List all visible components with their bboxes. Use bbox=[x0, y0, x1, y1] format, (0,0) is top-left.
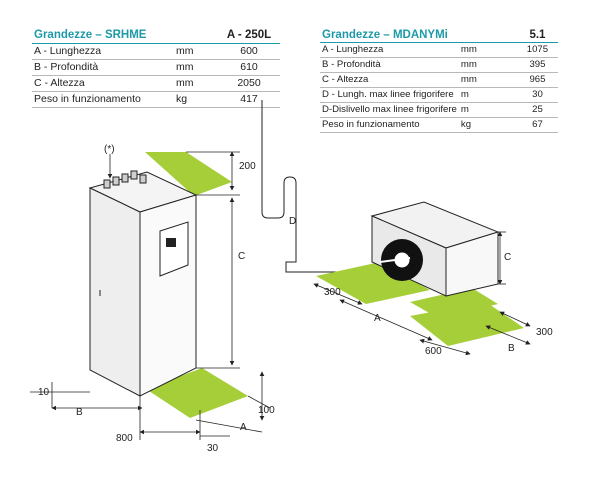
indoor-unit bbox=[88, 170, 198, 397]
label-outdoor-depth: B bbox=[508, 343, 515, 354]
table-row: C - Altezza mm 2050 bbox=[32, 75, 280, 92]
outdoor-front-clearance-zone bbox=[316, 262, 430, 304]
table-row: B - Profondità mm 610 bbox=[32, 59, 280, 76]
label-depth: B bbox=[76, 407, 83, 418]
srhme-size-table: Grandezze – SRHME A - 250L A - Lunghezza… bbox=[32, 28, 280, 108]
outdoor-dim-length bbox=[339, 299, 433, 341]
label-outdoor-side-gap: 600 bbox=[425, 346, 442, 357]
row-unit: mm bbox=[174, 43, 218, 60]
row-unit: mm bbox=[174, 75, 218, 92]
row-value: 25 bbox=[516, 102, 558, 118]
row-unit: kg bbox=[458, 117, 517, 133]
row-value: 30 bbox=[516, 87, 558, 103]
outdoor-unit bbox=[370, 201, 500, 297]
label-pipe: D bbox=[289, 216, 296, 227]
row-value: 417 bbox=[218, 91, 280, 108]
mdanymi-model: 5.1 bbox=[516, 28, 558, 43]
row-label: Peso in funzionamento bbox=[32, 91, 174, 108]
row-value: 67 bbox=[516, 117, 558, 133]
row-label: Peso in funzionamento bbox=[320, 117, 459, 133]
label-star: (*) bbox=[104, 144, 115, 155]
row-value: 395 bbox=[516, 57, 558, 73]
row-value: 600 bbox=[218, 43, 280, 60]
row-label: C - Altezza bbox=[320, 72, 459, 88]
row-value: 610 bbox=[218, 59, 280, 76]
label-outdoor-height: C bbox=[504, 252, 511, 263]
outdoor-dim-back-gap bbox=[499, 311, 531, 327]
mdanymi-table-title: Grandezze – MDANYMi bbox=[320, 28, 459, 43]
outdoor-side-clearance-zone bbox=[410, 302, 524, 346]
row-unit: m bbox=[458, 102, 517, 118]
table-row: B - Profondità mm 395 bbox=[320, 57, 558, 73]
label-outdoor-front-gap: 300 bbox=[324, 287, 341, 298]
row-unit: mm bbox=[458, 42, 517, 58]
row-unit: mm bbox=[458, 57, 517, 73]
outdoor-dim-depth bbox=[485, 325, 531, 345]
row-value: 1075 bbox=[516, 42, 558, 58]
table-row: A - Lunghezza mm 600 bbox=[32, 43, 280, 60]
row-unit: kg bbox=[174, 91, 218, 108]
label-width-clear: 800 bbox=[116, 433, 133, 444]
mdanymi-unit-header bbox=[458, 28, 517, 43]
label-side-gap: 30 bbox=[207, 443, 219, 454]
row-label: B - Profondità bbox=[32, 59, 174, 76]
row-value: 965 bbox=[516, 72, 558, 88]
row-label: B - Profondità bbox=[320, 57, 459, 73]
label-front-gap: 100 bbox=[258, 405, 275, 416]
table-row: A - Lunghezza mm 1075 bbox=[320, 42, 558, 58]
label-outdoor-length: A bbox=[374, 313, 381, 324]
row-label: D-Dislivello max linee frigorifere bbox=[320, 102, 459, 118]
label-top-gap: 200 bbox=[239, 161, 256, 172]
refrigerant-pipe bbox=[261, 100, 400, 273]
indoor-top-clearance-zone bbox=[145, 152, 232, 196]
label-left-gap: 10 bbox=[38, 387, 50, 398]
table-row: D - Lungh. max linee frigorifere m 30 bbox=[320, 87, 558, 103]
row-unit: m bbox=[458, 87, 517, 103]
srhme-model: A - 250L bbox=[218, 28, 280, 44]
table-row: C - Altezza mm 965 bbox=[320, 72, 558, 88]
mdanymi-size-table: Grandezze – MDANYMi 5.1 A - Lunghezza mm… bbox=[320, 28, 558, 133]
row-unit: mm bbox=[458, 72, 517, 88]
row-label: D - Lungh. max linee frigorifere bbox=[320, 87, 459, 103]
label-outdoor-back-gap: 300 bbox=[536, 327, 553, 338]
outdoor-dim-side-gap bbox=[419, 338, 471, 356]
row-label: C - Altezza bbox=[32, 75, 174, 92]
label-length: A bbox=[240, 422, 247, 433]
row-value: 2050 bbox=[218, 75, 280, 92]
table-row: D-Dislivello max linee frigorifere m 25 bbox=[320, 102, 558, 118]
row-label: A - Lunghezza bbox=[320, 42, 459, 58]
table-row: Peso in funzionamento kg 417 bbox=[32, 91, 280, 108]
row-unit: mm bbox=[174, 59, 218, 76]
srhme-unit-header bbox=[174, 28, 218, 44]
table-row: Peso in funzionamento kg 67 bbox=[320, 117, 558, 133]
label-height: C bbox=[238, 251, 245, 262]
srhme-table-title: Grandezze – SRHME bbox=[32, 28, 174, 44]
row-label: A - Lunghezza bbox=[32, 43, 174, 60]
